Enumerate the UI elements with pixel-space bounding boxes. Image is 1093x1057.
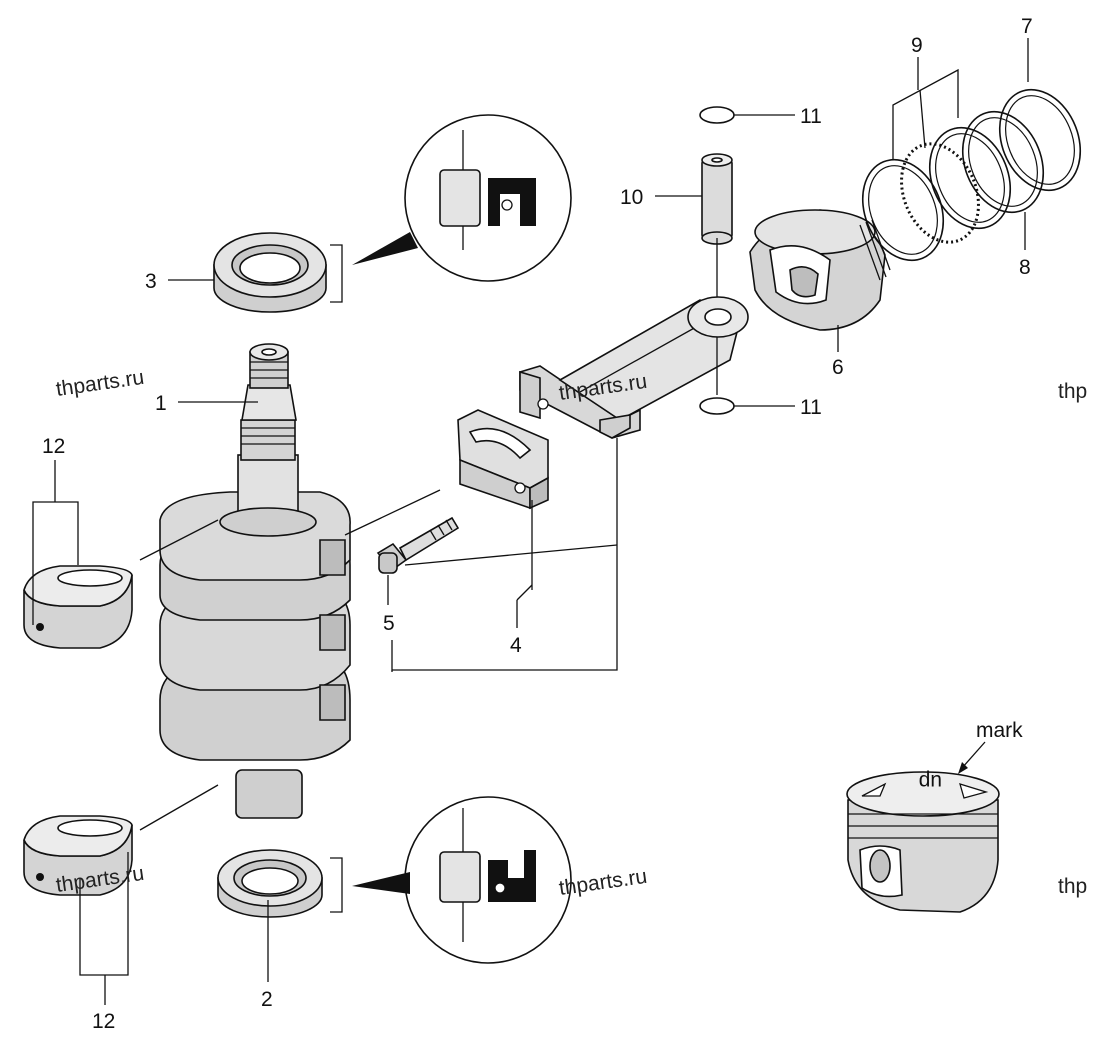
oil-seal-top <box>213 232 327 313</box>
callout-labels: 1 2 3 4 5 6 7 8 9 10 11 11 12 12 mark <box>42 15 1033 1033</box>
piston-top-mark-text: up <box>919 770 942 793</box>
callout-7: 7 <box>1021 15 1033 38</box>
watermark: thparts.ru <box>54 366 145 401</box>
seal-detail-bottom <box>352 796 572 964</box>
watermark: thp <box>1058 875 1087 898</box>
callout-8: 8 <box>1019 256 1031 279</box>
callout-9: 9 <box>911 34 923 57</box>
piston-ring-top-7 <box>998 88 1082 192</box>
piston-pin-clip-bottom <box>699 397 735 415</box>
piston-mark-detail: up <box>846 770 1000 913</box>
callout-11-top: 11 <box>800 105 822 128</box>
piston-pin <box>701 153 733 245</box>
piston-pin-clip-top <box>699 106 735 124</box>
callout-2: 2 <box>261 988 273 1011</box>
piston-ring-second-8 <box>961 110 1045 214</box>
callout-6: 6 <box>832 356 844 379</box>
callout-10: 10 <box>620 186 643 209</box>
main-bearing-lower <box>23 815 133 896</box>
piston-ring-oil-9a <box>861 158 945 262</box>
mark-label: mark <box>976 719 1023 742</box>
callout-5: 5 <box>383 612 395 635</box>
leader-lines <box>32 38 1029 1005</box>
callout-1: 1 <box>155 392 167 415</box>
callout-3: 3 <box>145 270 157 293</box>
oil-seal-bottom <box>217 849 323 918</box>
rod-bolt <box>376 516 460 574</box>
callout-12-bottom: 12 <box>92 1010 115 1033</box>
callout-11-bottom: 11 <box>800 396 822 419</box>
crankshaft <box>159 343 351 819</box>
connecting-rod <box>457 296 749 510</box>
callout-4: 4 <box>510 634 522 657</box>
main-bearing-upper <box>23 565 133 649</box>
callout-12-top: 12 <box>42 435 65 458</box>
seal-detail-top <box>352 114 572 282</box>
piston <box>749 209 891 331</box>
piston-ring-oil-9b <box>928 126 1012 230</box>
watermark: thp <box>1058 380 1087 403</box>
